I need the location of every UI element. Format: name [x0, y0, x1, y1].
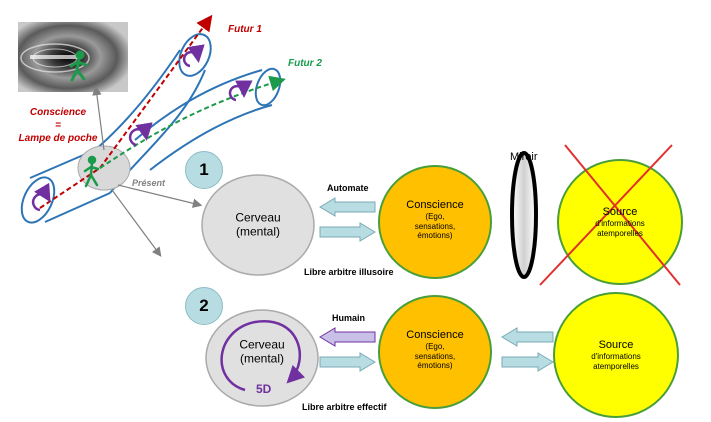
humain-label: Humain [332, 313, 366, 323]
walker-icon [83, 155, 100, 188]
present-label: Présent [132, 178, 166, 188]
conscience-2-circle [378, 295, 492, 409]
5d-loop [220, 320, 306, 392]
tunnel-photo [18, 22, 128, 92]
cerveau-2-text: Cerveau (mental) [239, 337, 285, 366]
mirror [510, 151, 538, 279]
libre-illusoire-label: Libre arbitre illusoire [304, 267, 394, 277]
source-1-text: Source d'informations atemporelles [595, 205, 645, 238]
conscience-left-label: Conscience [29, 107, 87, 118]
equals-label: = [55, 120, 61, 131]
futur2-label: Futur 2 [288, 58, 322, 69]
automate-label: Automate [327, 183, 369, 193]
step-2-badge: 2 [185, 287, 223, 325]
source-2-text: Source d'informations atemporelles [591, 338, 641, 371]
arrows-row1 [319, 197, 376, 242]
cerveau-1-text: Cerveau (mental) [235, 210, 281, 239]
conscience-1-circle [378, 165, 492, 279]
source-1-circle [557, 159, 683, 285]
arrows-row2 [319, 327, 554, 372]
time-tubes [20, 33, 282, 224]
futur1-label: Futur 1 [228, 24, 262, 35]
miroir-label: Miroir [510, 151, 538, 163]
cerveau-1-circle [201, 174, 315, 276]
red-cross [539, 144, 681, 286]
lampe-label: Lampe de poche [18, 133, 98, 144]
rotation-icons [31, 44, 253, 212]
conscience-2-text: Conscience (Ego, sensations, émotions) [406, 329, 464, 371]
futur2-trajectory [99, 75, 286, 169]
step-1-badge: 1 [185, 151, 223, 189]
5d-label: 5D [256, 382, 272, 396]
present-arrows [92, 85, 203, 257]
libre-effectif-label: Libre arbitre effectif [302, 402, 387, 412]
source-2-circle [553, 292, 679, 418]
conscience-1-text: Conscience (Ego, sensations, émotions) [406, 199, 464, 241]
